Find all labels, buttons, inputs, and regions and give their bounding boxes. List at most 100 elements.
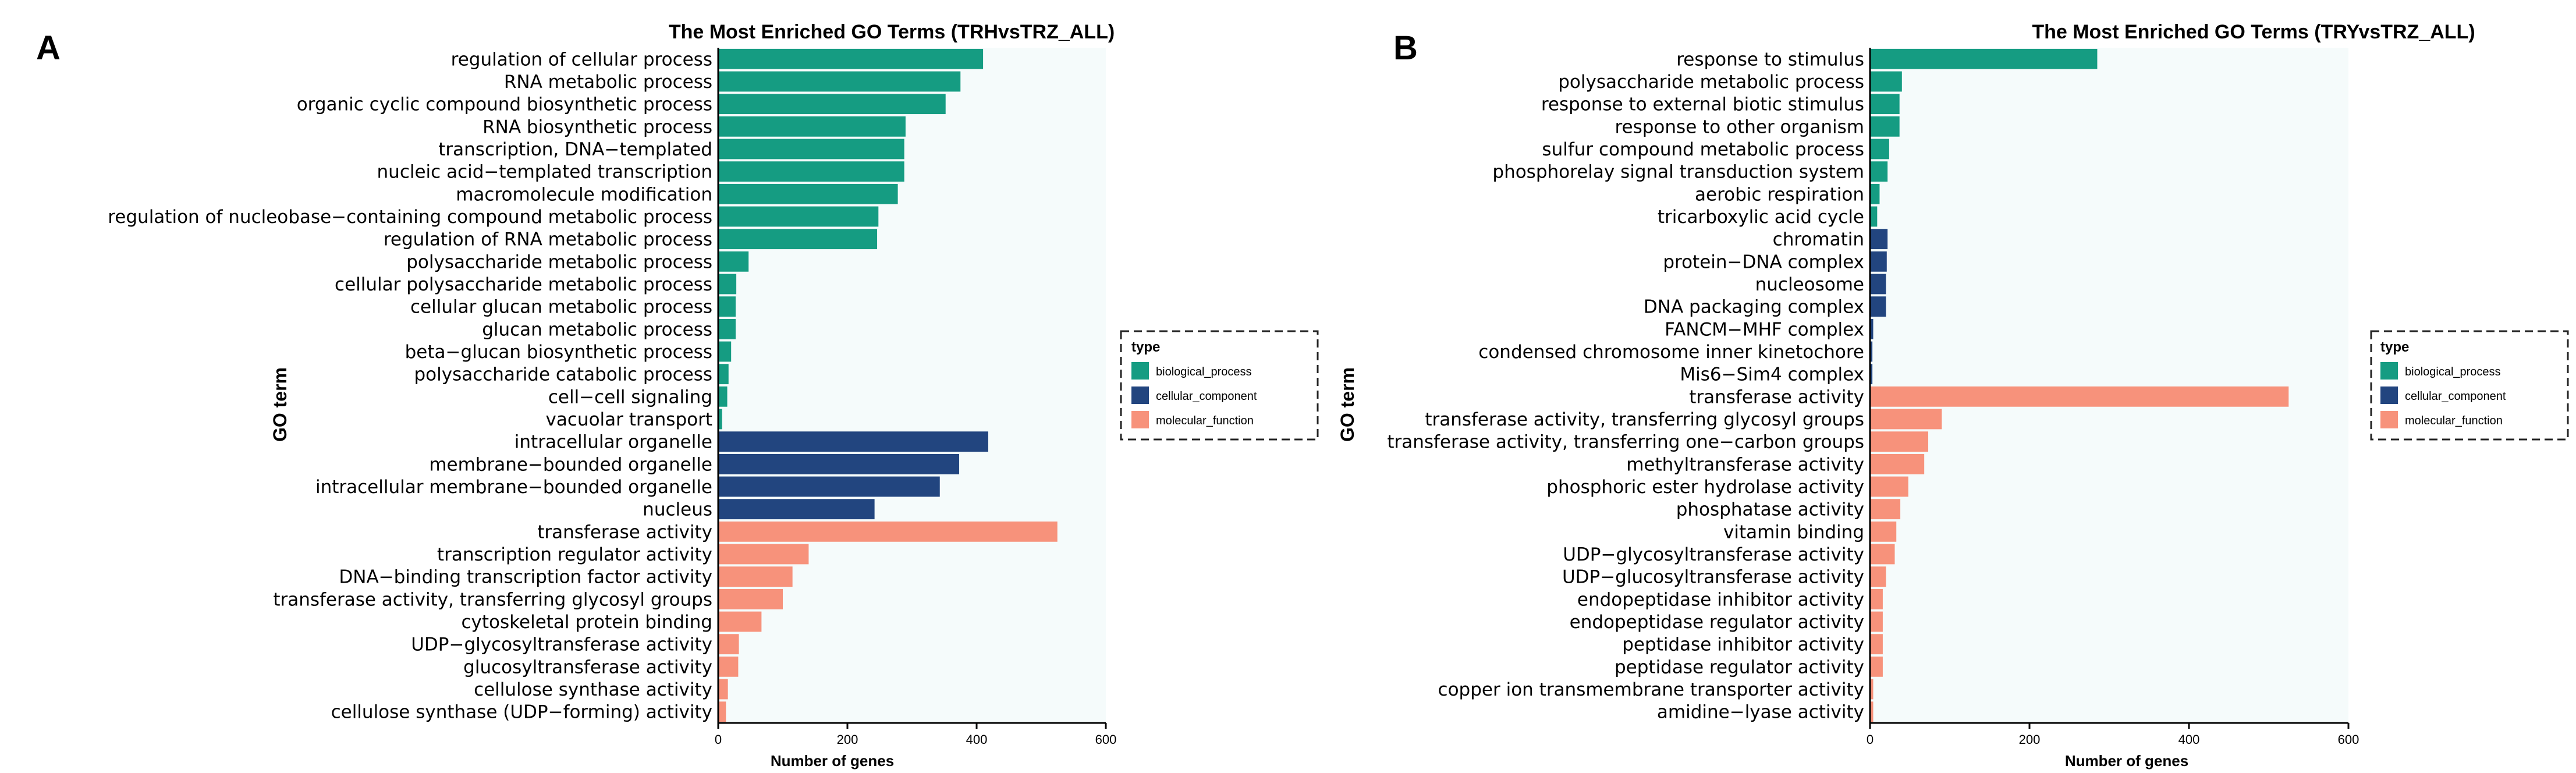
panel-a-category-label: glucan metabolic process <box>482 319 712 340</box>
panel-a-category-label: regulation of nucleobase−containing comp… <box>108 207 712 228</box>
panel-a-x-axis-label: Number of genes <box>771 752 894 770</box>
panel-a-category-label: glucosyltransferase activity <box>463 657 712 678</box>
panel-a-category-label: RNA metabolic process <box>504 72 712 93</box>
panel-b-bar-peptidase-inhibitor-activity <box>1870 634 1883 655</box>
panel-b-bar-vitamin-binding <box>1870 521 1897 542</box>
panel-b-bar-dna-packaging-complex <box>1870 296 1886 317</box>
panel-a-category-label: beta−glucan biosynthetic process <box>405 342 712 363</box>
panel-b-legend-label-cellular-component: cellular_component <box>2405 390 2506 403</box>
panel-a-bar-regulation-of-cellular-process <box>718 48 984 69</box>
panel-a-bar-cell-cell-signaling <box>718 386 728 407</box>
panel-a-legend-key-cellular-component <box>1131 386 1149 404</box>
panel-b-legend-key-molecular-function <box>2380 411 2398 428</box>
panel-a-legend-label-biological-process: biological_process <box>1156 366 1252 378</box>
panel-b-bar-amidine-lyase-activity <box>1870 701 1874 722</box>
panel-b-bar-tricarboxylic-acid-cycle <box>1870 206 1878 227</box>
panel-a-category-label: cell−cell signaling <box>548 386 712 407</box>
panel-b-bar-peptidase-regulator-activity <box>1870 656 1883 677</box>
panel-b-bars <box>1870 48 2289 722</box>
panel-a-bars <box>718 48 1058 722</box>
panel-a-x-tick-label: 0 <box>715 732 722 747</box>
panel-b-category-label: vitamin binding <box>1723 522 1864 542</box>
panel-b-bar-methyltransferase-activity <box>1870 453 1925 474</box>
panel-a-bar-cytoskeletal-protein-binding <box>718 611 762 632</box>
panel-b-category-label: response to stimulus <box>1676 49 1864 70</box>
panel-a-bar-polysaccharide-catabolic-process <box>718 364 729 385</box>
panel-b-x-tick-label: 400 <box>2178 732 2200 747</box>
panel-b-bar-phosphorelay-signal-transduction-system <box>1870 161 1888 182</box>
panel-b-plot-area <box>1870 48 2348 723</box>
panel-b-label: B <box>1393 29 1418 67</box>
panel-b-category-label: DNA packaging complex <box>1644 297 1864 318</box>
panel-a-bar-nucleic-acid-templated-transcription <box>718 161 904 182</box>
panel-a-category-label: intracellular membrane−bounded organelle <box>315 477 712 498</box>
panel-b-category-label: nucleosome <box>1755 274 1864 295</box>
panel-a-category-label: nucleic acid−templated transcription <box>377 162 712 183</box>
panel-b-bar-endopeptidase-regulator-activity <box>1870 611 1883 632</box>
panel-b-x-tick-label: 0 <box>1867 732 1874 747</box>
panel-b-category-label: UDP−glycosyltransferase activity <box>1563 544 1864 565</box>
panel-b-category-label: copper ion transmembrane transporter act… <box>1438 679 1864 700</box>
panel-b-bar-condensed-chromosome-inner-kinetochore <box>1870 341 1873 362</box>
panel-a-y-axis-label: GO term <box>269 367 290 442</box>
panel-b-bar-sulfur-compound-metabolic-process <box>1870 139 1889 159</box>
panel-a-bar-glucan-metabolic-process <box>718 318 736 339</box>
panel-a-category-label: DNA−binding transcription factor activit… <box>339 567 712 588</box>
panel-b-bar-phosphatase-activity <box>1870 499 1901 520</box>
panel-a-bar-dna-binding-transcription-factor-activity <box>718 566 793 587</box>
panel-a-bar-rna-metabolic-process <box>718 71 961 92</box>
panel-b-bar-transferase-activity <box>1870 386 2289 407</box>
panel-b-category-label: FANCM−MHF complex <box>1665 319 1864 340</box>
panel-b-legend: type biological_process cellular_compone… <box>2370 330 2569 441</box>
panel-b-category-label: transferase activity, transferring one−c… <box>1387 432 1864 453</box>
panel-a-bar-glucosyltransferase-activity <box>718 656 739 677</box>
panel-a-bar-regulation-of-nucleobase-containing-compound-metabolic-process <box>718 206 879 227</box>
panel-b-category-label: response to external biotic stimulus <box>1541 94 1864 115</box>
panel-a: A The Most Enriched GO Terms (TRHvsTRZ_A… <box>36 21 1319 770</box>
panel-b-y-axis-label: GO term <box>1337 367 1358 442</box>
panel-b-category-label: sulfur compound metabolic process <box>1542 139 1864 160</box>
panel-a-x-tick-label: 400 <box>966 732 988 747</box>
panel-b-bar-copper-ion-transmembrane-transporter-activity <box>1870 679 1874 700</box>
panel-b-bar-chromatin <box>1870 229 1888 250</box>
panel-b-bar-fancm-mhf-complex <box>1870 318 1874 339</box>
panel-b-category-label: peptidase inhibitor activity <box>1622 634 1864 655</box>
panel-a-x-tick-label: 200 <box>837 732 858 747</box>
panel-a-plot-area <box>718 48 1106 723</box>
panel-a-bar-udp-glycosyltransferase-activity <box>718 634 739 655</box>
panel-b-category-label: aerobic respiration <box>1695 184 1864 205</box>
panel-b-category-label: response to other organism <box>1615 116 1864 137</box>
panel-b-x-tick-label: 600 <box>2338 732 2359 747</box>
panel-b-category-label: chromatin <box>1773 229 1864 250</box>
panel-b-category-label: polysaccharide metabolic process <box>1558 72 1864 93</box>
panel-b-category-label: phosphorelay signal transduction system <box>1492 162 1864 183</box>
panel-a-category-label: organic cyclic compound biosynthetic pro… <box>297 94 712 115</box>
panel-b-plot-background <box>1870 48 2348 723</box>
panel-a-legend-label-cellular-component: cellular_component <box>1156 390 1257 403</box>
panel-b-category-label: phosphatase activity <box>1676 499 1864 520</box>
panel-b-category-label: UDP−glucosyltransferase activity <box>1562 567 1864 588</box>
panel-a-bar-intracellular-organelle <box>718 431 988 452</box>
panel-a-x-axis: 0 200 400 600 <box>715 48 1116 747</box>
panel-b-bar-protein-dna-complex <box>1870 251 1887 272</box>
panel-b-category-label: transferase activity <box>1689 386 1864 407</box>
panel-a-category-label: cellulose synthase activity <box>474 679 712 700</box>
panel-b-bar-response-to-stimulus <box>1870 48 2098 69</box>
panel-a-x-tick-label: 600 <box>1095 732 1117 747</box>
panel-b-bar-polysaccharide-metabolic-process <box>1870 71 1902 92</box>
panel-a-category-label: membrane−bounded organelle <box>429 454 712 475</box>
panel-b-bar-transferase-activity-transferring-one-carbon-groups <box>1870 431 1929 452</box>
panel-b-x-axis-label: Number of genes <box>2065 752 2188 770</box>
panel-a-category-label: polysaccharide metabolic process <box>406 251 712 272</box>
panel-b-category-label: endopeptidase inhibitor activity <box>1577 589 1864 610</box>
panel-a-bar-transferase-activity-transferring-glycosyl-groups <box>718 588 783 609</box>
panel-b-category-label: methyltransferase activity <box>1626 454 1864 475</box>
panel-a-category-label: transferase activity <box>537 522 712 542</box>
panel-b-category-label: amidine−lyase activity <box>1657 702 1864 723</box>
panel-a-bar-beta-glucan-biosynthetic-process <box>718 341 732 362</box>
panel-a-category-label: cytoskeletal protein binding <box>462 612 713 633</box>
